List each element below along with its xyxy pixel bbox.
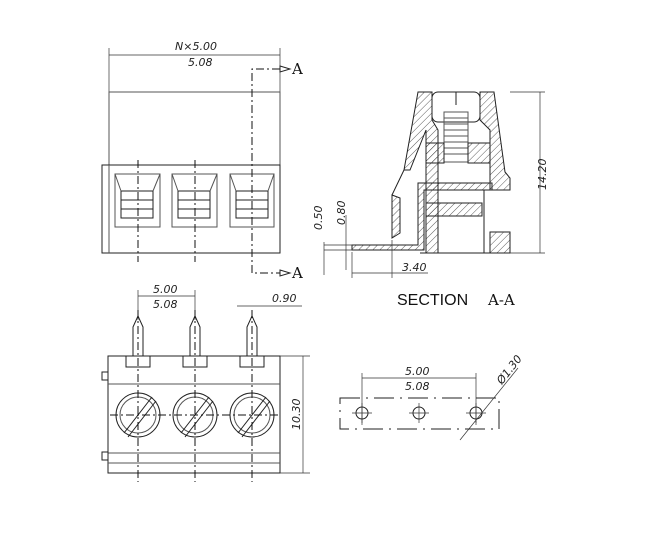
- screw-thread: [443, 111, 469, 163]
- section-title: SECTION: [397, 292, 468, 309]
- clamp-lead: [351, 182, 493, 251]
- body-upper: [108, 91, 281, 166]
- section-title-suffix: A-A: [487, 291, 515, 309]
- pcb-pitch-5-08: 5.08: [405, 380, 430, 393]
- section-mark-bottom: A: [291, 264, 303, 282]
- dim-0-50: 0.50: [312, 206, 325, 231]
- pitch-label: 5.08: [188, 56, 213, 69]
- dim-0-80: 0.80: [335, 201, 348, 226]
- pitch-5-08: 5.08: [153, 298, 178, 311]
- pitch-5-00: 5.00: [153, 283, 178, 296]
- height-10-30: 10.30: [290, 399, 303, 431]
- wire-entries: [114, 173, 275, 228]
- hole-diameter: Ø1.30: [494, 353, 525, 388]
- pcb-pitch-5-00: 5.00: [405, 365, 430, 378]
- section-line: [251, 68, 280, 274]
- body-lower: [101, 164, 281, 254]
- dim-3-40: 3.40: [402, 261, 427, 274]
- section-mark-top: A: [291, 60, 303, 78]
- height-14-20: 14.20: [536, 159, 549, 191]
- top-view: N×5.00 5.08 A A: [101, 40, 303, 282]
- body-front: [107, 355, 281, 474]
- pin-width-0-90: 0.90: [272, 292, 297, 305]
- front-view: 5.00 5.08 0.90 10.30: [101, 283, 310, 482]
- pitch-label-n: N×5.00: [175, 40, 217, 53]
- pcb-layout-view: 5.00 5.08 Ø1.30: [339, 353, 525, 441]
- section-view: 14.20 0.50 0.80 3.40 SECTION A-A: [312, 91, 549, 309]
